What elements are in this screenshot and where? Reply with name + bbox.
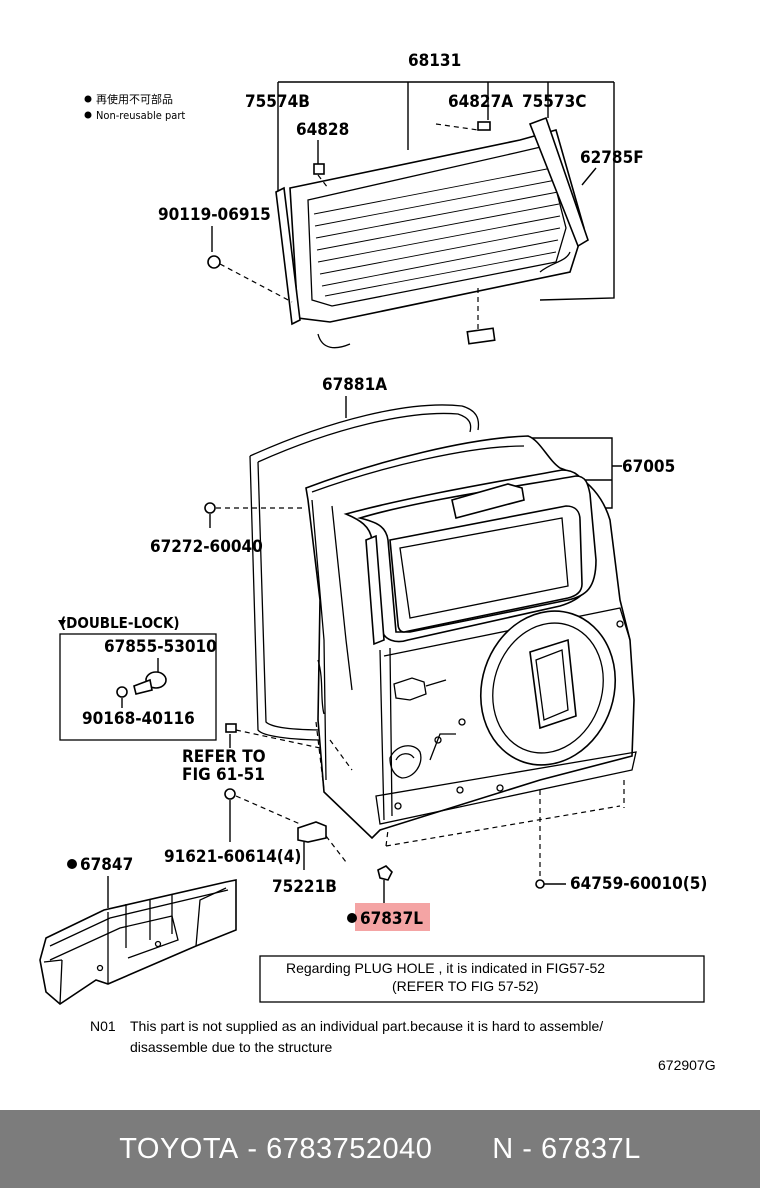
footer-gap	[432, 1133, 492, 1166]
label-90119-06915[interactable]: 90119-06915	[158, 205, 271, 225]
figure-id: 672907G	[658, 1057, 716, 1073]
footer-brand: TOYOTA	[119, 1132, 239, 1165]
plug-note-line2: (REFER TO FIG 57-52)	[392, 978, 539, 994]
refer-line1[interactable]: REFER TO	[182, 747, 266, 767]
label-67272-60040[interactable]: 67272-60040	[150, 537, 263, 557]
legend: 再使用不可部品 Non-reusable part	[84, 92, 185, 122]
label-75221B[interactable]: 75221B	[272, 877, 337, 897]
back-door-panel	[305, 435, 637, 876]
n01-line1: This part is not supplied as an individu…	[130, 1018, 603, 1034]
label-67881A[interactable]: 67881A	[322, 375, 387, 395]
label-67855-53010[interactable]: 67855-53010	[104, 637, 217, 657]
label-75574B[interactable]: 75574B	[245, 92, 310, 112]
label-68131[interactable]: 68131	[408, 51, 461, 71]
refer-line2[interactable]: FIG 61-51	[182, 765, 265, 785]
legend-en: Non-reusable part	[96, 109, 185, 122]
plug-note-line1: Regarding PLUG HOLE , it is indicated in…	[286, 960, 605, 976]
svg-text:68131: 68131	[408, 51, 461, 71]
legend-jp: 再使用不可部品	[96, 92, 173, 106]
label-62785F[interactable]: 62785F	[580, 148, 644, 168]
n01-code: N01	[90, 1018, 116, 1034]
plug-hole-note: Regarding PLUG HOLE , it is indicated in…	[259, 955, 705, 1003]
label-double-lock[interactable]: (DOUBLE-LOCK)	[60, 614, 180, 632]
label-64828[interactable]: 64828	[296, 120, 349, 140]
double-lock-box: (DOUBLE-LOCK) 67855-53010 90168-40116	[58, 614, 217, 741]
label-90168-40116[interactable]: 90168-40116	[82, 709, 195, 729]
footer-ref: N - 67837L	[492, 1132, 641, 1165]
n01-line2: disassemble due to the structure	[130, 1039, 333, 1055]
back-window-glass	[207, 116, 589, 349]
footer-sep-1: -	[238, 1132, 267, 1165]
label-67847[interactable]: 67847	[80, 855, 133, 875]
footer-bar: TOYOTA - 6783752040 N - 67837L	[0, 1110, 760, 1188]
highlight-67837L[interactable]: 67837L	[347, 903, 430, 931]
label-91621-60614[interactable]: 91621-60614(4)	[164, 847, 301, 867]
parts-diagram: 再使用不可部品 Non-reusable part 68131 75574B 6…	[39, 51, 716, 1073]
footer-part-number: 6783752040	[266, 1132, 433, 1165]
label-67005[interactable]: 67005	[622, 457, 675, 477]
liner-panel	[39, 879, 237, 1006]
weatherstrip	[249, 404, 480, 741]
label-64827A[interactable]: 64827A	[448, 92, 513, 112]
label-64759-60010[interactable]: 64759-60010(5)	[570, 874, 707, 894]
label-75573C[interactable]: 75573C	[522, 92, 586, 112]
label-67837L[interactable]: 67837L	[360, 909, 423, 929]
